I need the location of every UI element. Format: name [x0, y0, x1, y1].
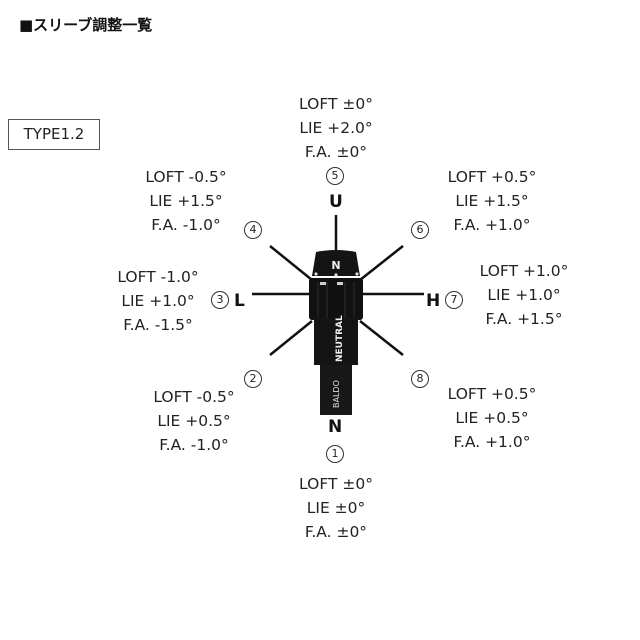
sleeve-neutral-text: NEUTRAL [335, 315, 345, 362]
direction-left: L [234, 291, 245, 311]
fa-value: F.A. -1.0° [159, 436, 229, 454]
loft-value: LOFT -0.5° [153, 388, 235, 406]
position-7-values: LOFT +1.0° LIE +1.0° F.A. +1.5° [468, 259, 580, 331]
loft-value: LOFT +1.0° [479, 262, 569, 280]
position-1-values: LOFT ±0° LIE ±0° F.A. ±0° [286, 472, 386, 544]
sleeve-illustration: N NEUTRAL BALDO [309, 250, 363, 415]
position-4-number: 4 [244, 221, 262, 239]
position-7-number: 7 [445, 291, 463, 309]
lie-value: LIE +0.5° [157, 412, 231, 430]
fa-value: F.A. -1.0° [151, 216, 221, 234]
fa-value: F.A. +1.5° [485, 310, 563, 328]
sleeve-brand-text: BALDO [332, 380, 341, 408]
loft-value: LOFT -0.5° [145, 168, 227, 186]
position-8-values: LOFT +0.5° LIE +0.5° F.A. +1.0° [436, 382, 548, 454]
lie-value: LIE +1.5° [455, 192, 529, 210]
fa-value: F.A. ±0° [304, 143, 368, 161]
position-3-values: LOFT -1.0° LIE +1.0° F.A. -1.5° [104, 265, 212, 337]
lie-value: LIE ±0° [306, 499, 366, 517]
position-2-values: LOFT -0.5° LIE +0.5° F.A. -1.0° [140, 385, 248, 457]
page-title: ■スリーブ調整一覧 [19, 16, 153, 34]
fa-value: F.A. +1.0° [453, 216, 531, 234]
position-3-number: 3 [211, 291, 229, 309]
lie-value: LIE +0.5° [455, 409, 529, 427]
loft-value: LOFT -1.0° [117, 268, 199, 286]
lie-value: LIE +2.0° [299, 119, 373, 137]
position-2-number: 2 [244, 370, 262, 388]
position-6-number: 6 [411, 221, 429, 239]
loft-value: LOFT ±0° [299, 475, 373, 493]
position-8-number: 8 [411, 370, 429, 388]
position-5-number: 5 [326, 167, 344, 185]
direction-up: U [329, 192, 343, 212]
loft-value: LOFT ±0° [299, 95, 373, 113]
position-1-number: 1 [326, 445, 344, 463]
fa-value: F.A. -1.5° [123, 316, 193, 334]
loft-value: LOFT +0.5° [447, 385, 537, 403]
fa-value: F.A. ±0° [304, 523, 368, 541]
direction-right: H [426, 291, 441, 311]
sleeve-top-mark: N [331, 259, 340, 272]
position-6-values: LOFT +0.5° LIE +1.5° F.A. +1.0° [436, 165, 548, 237]
loft-value: LOFT +0.5° [447, 168, 537, 186]
lie-value: LIE +1.5° [149, 192, 223, 210]
direction-down: N [328, 417, 343, 437]
lie-value: LIE +1.0° [121, 292, 195, 310]
position-4-values: LOFT -0.5° LIE +1.5° F.A. -1.0° [132, 165, 240, 237]
lie-value: LIE +1.0° [487, 286, 561, 304]
fa-value: F.A. +1.0° [453, 433, 531, 451]
position-5-values: LOFT ±0° LIE +2.0° F.A. ±0° [286, 92, 386, 164]
type-label: TYPE1.2 [8, 119, 100, 150]
